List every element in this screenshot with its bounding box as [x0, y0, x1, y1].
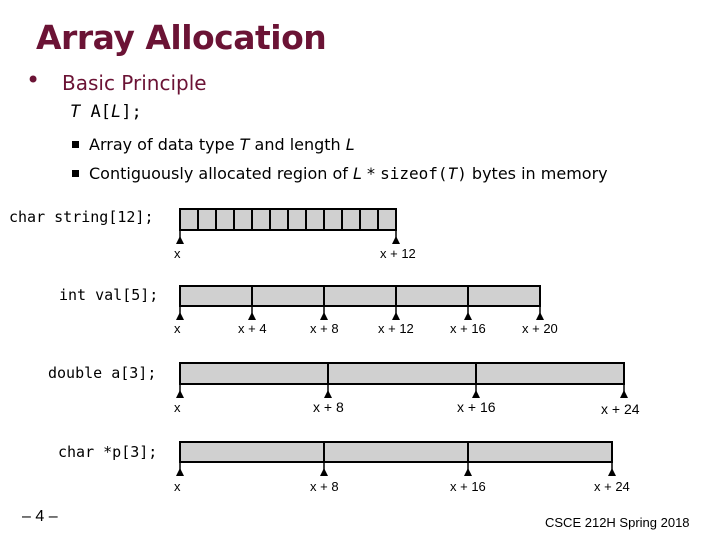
- cell-dividers: [251, 286, 469, 306]
- sub-bullet-2: Contiguously allocated region of L * siz…: [89, 164, 608, 183]
- cell-dividers: [327, 363, 477, 384]
- sub2-b: *: [361, 164, 381, 183]
- addr-label: x + 8: [310, 321, 339, 336]
- char-p-array: [176, 441, 616, 476]
- arrow-heads: [176, 468, 616, 476]
- address-ticks: [179, 384, 625, 398]
- char-string-array: [176, 208, 400, 244]
- decl-char-p: char *p[3];: [58, 443, 158, 461]
- decl-length: L: [110, 102, 122, 122]
- addr-label: x + 12: [380, 246, 416, 261]
- arrow-heads: [176, 390, 628, 398]
- sub2-code: sizeof(: [380, 164, 448, 183]
- course-label: CSCE 212H Spring 2018: [545, 515, 690, 530]
- addr-label: x + 4: [238, 321, 267, 336]
- bullet-icon: •: [26, 66, 41, 94]
- double-a-array: [176, 362, 628, 398]
- address-ticks: [179, 462, 613, 476]
- slide-title: Array Allocation: [36, 18, 327, 57]
- int-val-array: [176, 285, 544, 320]
- square-bullet-icon: [72, 170, 79, 177]
- decl-type: T: [70, 102, 81, 122]
- sub2-code2: ): [457, 164, 467, 183]
- cell-dividers: [197, 209, 379, 230]
- decl-double-a: double a[3];: [48, 364, 157, 382]
- address-ticks: [179, 230, 397, 244]
- sub2-c: bytes in memory: [466, 164, 608, 183]
- sub1-a: Array of data type: [89, 135, 240, 154]
- addr-label: x: [174, 246, 181, 261]
- addr-label: x + 24: [601, 401, 640, 417]
- addr-label: x: [174, 479, 181, 494]
- arrow-heads: [176, 236, 400, 244]
- addr-label: x: [174, 321, 181, 336]
- addr-label: x + 24: [594, 479, 630, 494]
- array-block: [179, 441, 613, 463]
- array-block: [179, 285, 541, 307]
- sub1-length: L: [345, 135, 355, 154]
- decl-int-val: int val[5];: [59, 286, 159, 304]
- addr-label: x + 16: [450, 321, 486, 336]
- sub2-type: T: [447, 164, 458, 183]
- sub2-length: L: [353, 164, 362, 183]
- addr-label: x + 16: [450, 479, 486, 494]
- square-bullet-icon: [72, 141, 79, 148]
- addr-label: x: [174, 400, 181, 415]
- addr-label: x + 8: [313, 399, 344, 415]
- decl-char-string: char string[12];: [9, 208, 154, 226]
- addr-label: x + 8: [310, 479, 339, 494]
- sub2-a: Contiguously allocated region of: [89, 164, 354, 183]
- cell-dividers: [323, 442, 469, 462]
- bullet-heading: Basic Principle: [62, 71, 207, 95]
- addr-label: x + 16: [457, 399, 496, 415]
- sub1-b: and length: [249, 135, 346, 154]
- sub-bullet-1: Array of data type T and length L: [89, 135, 355, 154]
- generic-declaration: T A[L];: [70, 102, 142, 122]
- addr-label: x + 20: [522, 321, 558, 336]
- decl-end: ];: [121, 102, 142, 122]
- sub1-type: T: [239, 135, 250, 154]
- arrow-heads: [176, 312, 544, 320]
- addr-label: x + 12: [378, 321, 414, 336]
- address-ticks: [179, 306, 541, 320]
- page-number: – 4 –: [22, 508, 58, 525]
- array-block: [179, 362, 625, 385]
- decl-rest: A[: [80, 102, 111, 122]
